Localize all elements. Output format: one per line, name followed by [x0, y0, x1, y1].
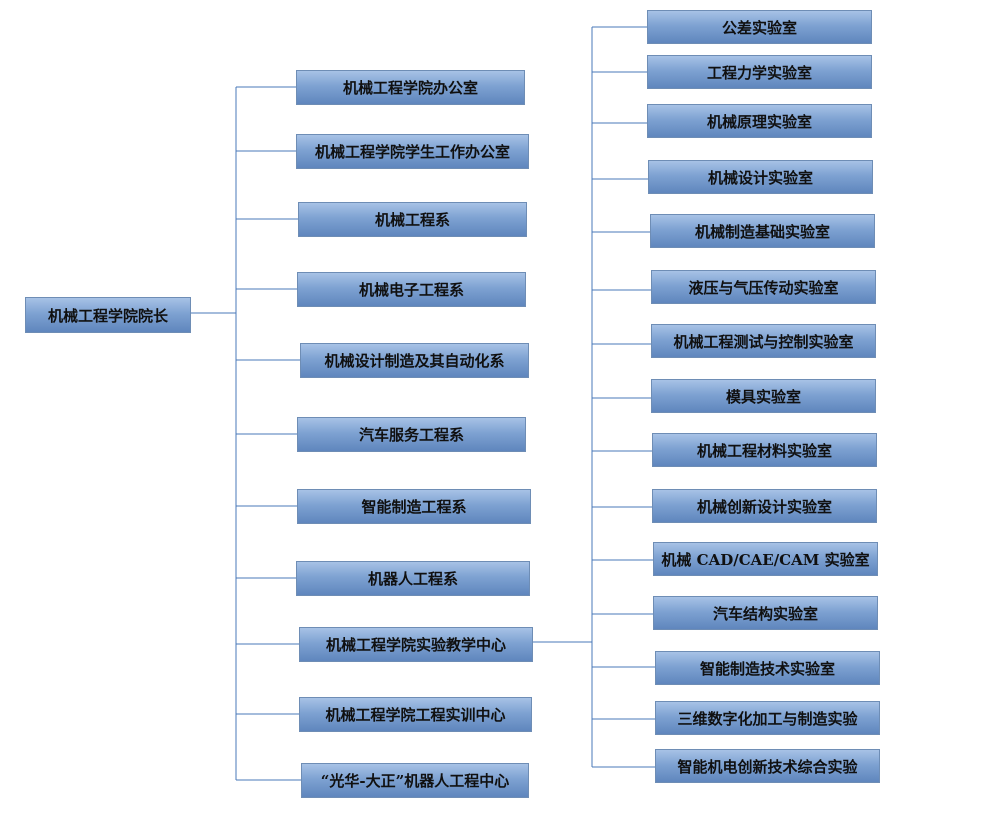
- lab-node: 三维数字化加工与制造实验: [655, 701, 880, 735]
- lab-node: 工程力学实验室: [647, 55, 872, 89]
- lab-node: 智能机电创新技术综合实验: [655, 749, 880, 783]
- dept-node: 机器人工程系: [296, 561, 530, 596]
- dept-node: 机械设计制造及其自动化系: [300, 343, 529, 378]
- lab-node: 公差实验室: [647, 10, 872, 44]
- lab-node: 智能制造技术实验室: [655, 651, 880, 685]
- root-node-dean: 机械工程学院院长: [25, 297, 191, 333]
- lab-node: 机械制造基础实验室: [650, 214, 875, 248]
- dept-node: 机械工程学院学生工作办公室: [296, 134, 529, 169]
- lab-node: 模具实验室: [651, 379, 876, 413]
- dept-node: 机械工程学院工程实训中心: [299, 697, 532, 732]
- dept-node: 机械工程系: [298, 202, 527, 237]
- lab-node: 机械原理实验室: [647, 104, 872, 138]
- dept-node: 汽车服务工程系: [297, 417, 526, 452]
- lab-node: 机械创新设计实验室: [652, 489, 877, 523]
- lab-node: 机械工程测试与控制实验室: [651, 324, 876, 358]
- lab-node: 液压与气压传动实验室: [651, 270, 876, 304]
- dept-node: 机械电子工程系: [297, 272, 526, 307]
- lab-node: 汽车结构实验室: [653, 596, 878, 630]
- dept-node: 机械工程学院办公室: [296, 70, 525, 105]
- lab-node: 机械 CAD/CAE/CAM 实验室: [653, 542, 878, 576]
- lab-node: 机械设计实验室: [648, 160, 873, 194]
- dept-node-teaching-center: 机械工程学院实验教学中心: [299, 627, 533, 662]
- lab-node: 机械工程材料实验室: [652, 433, 877, 467]
- dept-node: “光华-大正”机器人工程中心: [301, 763, 529, 798]
- dept-node: 智能制造工程系: [297, 489, 531, 524]
